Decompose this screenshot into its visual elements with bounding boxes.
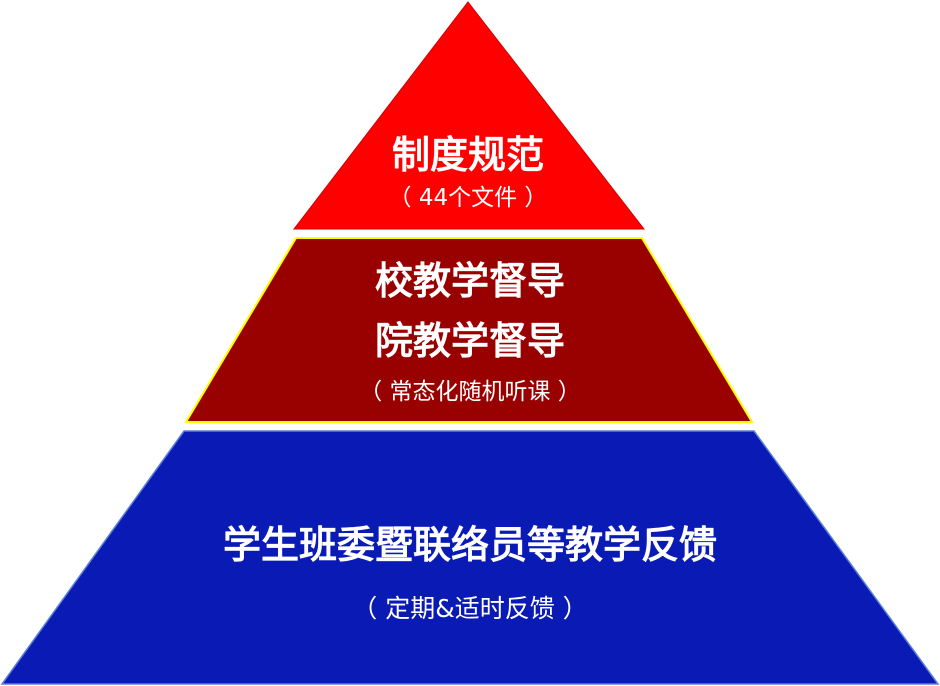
top-tier-shape [292, 1, 646, 230]
top-tier-title: 制度规范 [392, 133, 544, 177]
middle-tier-shape [184, 237, 754, 423]
middle-tier-title-line2: 院教学督导 [375, 319, 565, 363]
bottom-tier-shape [0, 430, 940, 685]
bottom-tier: 学生班委暨联络员等教学反馈 （ 定期&适时反馈 ） [0, 430, 940, 685]
top-tier-subtitle: （ 44个文件 ） [389, 185, 548, 211]
middle-tier-title-line1: 校教学督导 [375, 259, 565, 303]
bottom-tier-title: 学生班委暨联络员等教学反馈 [223, 523, 717, 567]
bottom-tier-subtitle: （ 定期&适时反馈 ） [352, 594, 587, 623]
middle-tier-subtitle: （ 常态化随机听课 ） [359, 379, 581, 405]
top-tier: 制度规范 （ 44个文件 ） [292, 1, 646, 230]
middle-tier: 校教学督导 院教学督导 （ 常态化随机听课 ） [184, 237, 754, 423]
